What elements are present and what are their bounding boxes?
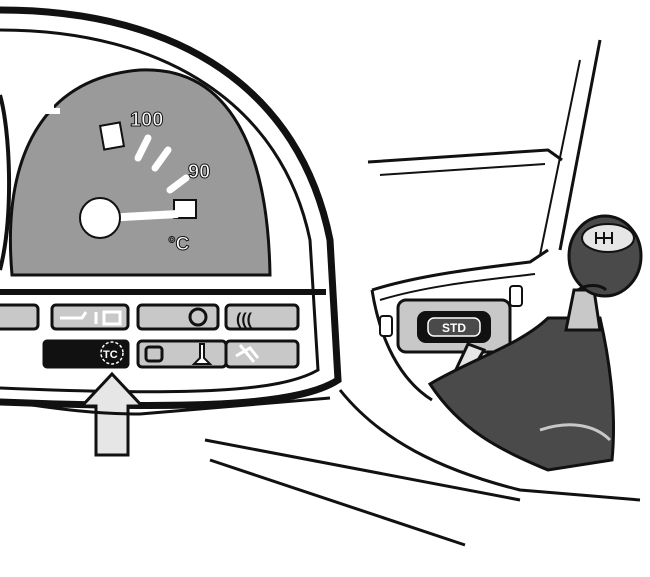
left-dial-edge xyxy=(0,94,12,271)
console-side-line-1 xyxy=(558,39,602,251)
oil-pressure-icon xyxy=(191,343,213,365)
coolant-temperature-icon xyxy=(42,96,60,114)
gauge-low-marker xyxy=(173,199,197,219)
gauge-unit-label: °C xyxy=(168,234,190,255)
cluster-inner-rim xyxy=(0,28,320,394)
trailer-icon xyxy=(60,310,122,326)
warning-light-headlight xyxy=(0,303,40,331)
dashboard-trim-line-1 xyxy=(204,438,521,502)
gear-pattern-icon xyxy=(595,232,613,244)
brake-icon xyxy=(188,307,208,327)
console-panel xyxy=(371,248,549,292)
console-side-switch-right xyxy=(509,285,523,307)
gear-boot-fold xyxy=(539,423,612,442)
gear-lever-boot xyxy=(427,316,615,472)
console-top-edge-inner xyxy=(379,163,546,176)
gauge-mark-low: 90 xyxy=(188,161,210,183)
console-side-switch-left xyxy=(379,315,393,337)
temperature-gauge-face xyxy=(8,68,272,277)
glow-plug-icon: ((( xyxy=(236,311,253,328)
gauge-mark-high: 100 xyxy=(130,109,163,131)
warning-light-brake xyxy=(136,303,220,331)
switch-label: STD xyxy=(442,321,466,335)
traction-control-icon xyxy=(100,341,124,365)
dashboard-trim-line-2 xyxy=(209,458,466,547)
warning-light-battery xyxy=(136,339,228,369)
console-lower-curve xyxy=(338,389,641,502)
gear-knob-neck xyxy=(577,284,608,292)
seatbelt-icon xyxy=(235,344,260,363)
cluster-outer-rim xyxy=(0,6,342,409)
console-panel-inner xyxy=(379,273,536,301)
console-top-edge xyxy=(367,148,563,164)
gauge-scale-ticks xyxy=(134,134,190,194)
warning-light-glow-plug xyxy=(224,303,300,331)
warning-light-traction-control[interactable] xyxy=(42,339,130,369)
gauge-zone-marker xyxy=(98,121,126,151)
gauge-needle xyxy=(79,197,179,239)
dashboard-lower-edge xyxy=(0,396,331,416)
console-left-wall xyxy=(370,289,433,402)
battery-icon xyxy=(144,345,164,363)
traction-control-label: TC xyxy=(103,349,118,361)
console-side-line-2 xyxy=(539,59,581,256)
traction-control-switch-face xyxy=(427,317,481,337)
